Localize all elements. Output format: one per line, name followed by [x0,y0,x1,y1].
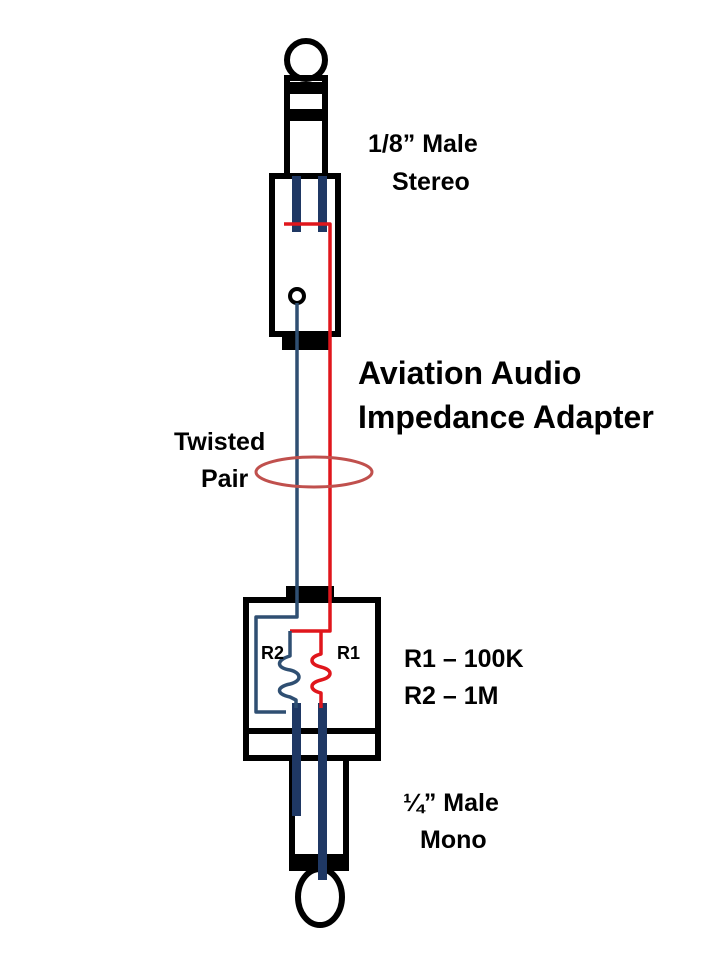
top-plug-conductor-right [318,176,327,232]
bottom-plug-label-line1: ¼” Male [403,789,499,817]
wiring [254,222,332,714]
title-line2: Impedance Adapter [358,399,654,435]
top-plug-tip-ring [284,38,328,82]
top-plug-housing [269,173,341,337]
bottom-plug [243,586,381,928]
top-plug-band-1 [287,82,325,94]
resistor-tag-r2: R2 [261,643,284,663]
twisted-pair-ring [254,455,374,489]
title-line1: Aviation Audio [358,355,581,391]
twisted-pair-label-line2: Pair [201,465,249,493]
resistor-r2-zigzag [277,631,301,708]
top-plug-label-line1: 1/8” Male [368,130,478,158]
bottom-plug-conductor-left [292,703,301,816]
blue-wire [254,303,299,714]
resistor-value-r1: R1 – 100K [404,645,524,673]
bottom-plug-conductor-right [318,703,327,880]
red-wire [284,222,332,633]
top-plug [269,38,341,350]
top-plug-ground-terminal [288,287,306,305]
top-plug-collar [282,334,330,350]
resistor-tag-r1: R1 [337,643,360,663]
twisted-pair-label-line1: Twisted [174,428,265,456]
resistor-r1-zigzag [310,631,332,708]
bottom-plug-collar [286,586,334,602]
bottom-plug-housing [243,597,381,761]
resistor-value-r2: R2 – 1M [404,682,498,710]
top-plug-band-2 [287,109,325,121]
top-plug-label-line2: Stereo [392,168,470,196]
top-plug-conductor-left [292,176,301,232]
bottom-plug-label-line2: Mono [420,826,487,854]
